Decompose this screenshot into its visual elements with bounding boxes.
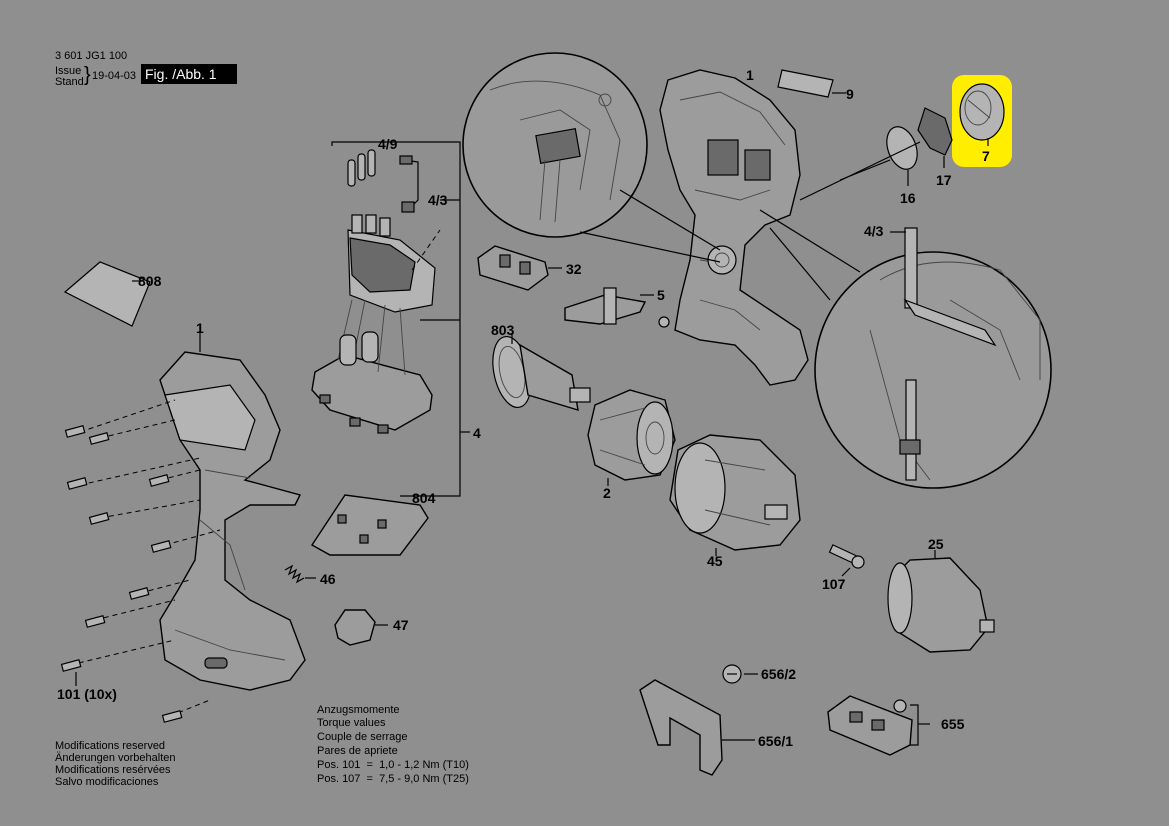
- label-part-4-3-left: 4/3: [428, 192, 448, 208]
- label-part-4-9: 4/9: [378, 136, 398, 152]
- label-part-4: 4: [473, 425, 481, 441]
- part-107-screw[interactable]: [828, 544, 865, 577]
- part-7-cap[interactable]: [959, 83, 1005, 146]
- label-part-2: 2: [603, 485, 611, 501]
- part-4-3-wire[interactable]: [399, 155, 419, 213]
- torque-title-en: Torque values: [317, 717, 386, 729]
- part-number: 3 601 JG1 100: [55, 50, 128, 62]
- torque-title-es: Pares de apriete: [317, 745, 398, 757]
- part-32-switch-cap[interactable]: [477, 245, 562, 291]
- label-part-656-1: 656/1: [758, 733, 794, 749]
- label-part-808: 808: [138, 273, 162, 289]
- label-part-107: 107: [822, 576, 846, 592]
- part-656-2-screw[interactable]: [722, 664, 758, 684]
- label-part-9: 9: [846, 86, 854, 102]
- part-46-spring[interactable]: [284, 564, 316, 584]
- label-part-101: 101 (10x): [57, 686, 117, 702]
- label-part-32: 32: [566, 261, 582, 277]
- torque-title-fr: Couple de serrage: [317, 731, 408, 743]
- part-9-label-strip[interactable]: [777, 69, 846, 98]
- label-part-655: 655: [941, 716, 965, 732]
- part-17-bracket[interactable]: [917, 107, 953, 168]
- part-804-plate[interactable]: [310, 494, 429, 556]
- torque-pos-101: Pos. 101 = 1,0 - 1,2 Nm (T10): [317, 759, 469, 771]
- part-808-leaflet[interactable]: [63, 261, 151, 327]
- part-1-housing-half-top[interactable]: [658, 69, 809, 386]
- label-part-5: 5: [657, 287, 665, 303]
- issue-date: 19-04-03: [92, 70, 137, 82]
- label-part-17: 17: [936, 172, 952, 188]
- label-part-47: 47: [393, 617, 409, 633]
- part-656-1-belt-clip[interactable]: [639, 679, 755, 776]
- label-part-7: 7: [982, 148, 990, 164]
- detail-view-switch-area: [759, 209, 1052, 489]
- label-part-1-top: 1: [746, 67, 754, 83]
- label-part-803: 803: [491, 322, 515, 338]
- issue-label: Issue: [55, 65, 82, 77]
- part-803-armature[interactable]: [487, 333, 591, 411]
- label-part-46: 46: [320, 571, 336, 587]
- label-part-1-left: 1: [196, 320, 204, 336]
- part-16-disc[interactable]: [881, 123, 922, 186]
- detail-view-connector: [462, 52, 721, 263]
- brace: }: [84, 64, 91, 86]
- part-655-bit-holder[interactable]: [827, 695, 930, 756]
- stand-label: Stand: [55, 76, 84, 88]
- part-2-motor[interactable]: [587, 389, 676, 486]
- label-part-25: 25: [928, 536, 944, 552]
- part-5-slider[interactable]: [564, 287, 654, 325]
- label-part-45: 45: [707, 553, 723, 569]
- torque-pos-107: Pos. 107 = 7,5 - 9,0 Nm (T25): [317, 773, 469, 785]
- label-part-16: 16: [900, 190, 916, 206]
- part-1-housing-half-left[interactable]: [159, 332, 306, 691]
- part-47-knob[interactable]: [334, 609, 388, 646]
- label-part-804: 804: [412, 490, 436, 506]
- part-45-gearbox[interactable]: [669, 434, 801, 556]
- footer-fr: Modifications resérvées: [55, 764, 171, 776]
- label-part-4-3-right: 4/3: [864, 223, 884, 239]
- figure-label: Fig. /Abb. 1: [141, 64, 237, 84]
- part-4-bracket: [331, 141, 470, 497]
- torque-title-de: Anzugsmomente: [317, 704, 400, 716]
- part-25-chuck[interactable]: [887, 550, 995, 653]
- footer-es: Salvo modificaciones: [55, 776, 159, 788]
- footer-de: Änderungen vorbehalten: [55, 752, 176, 764]
- part-4-9-contacts[interactable]: [347, 149, 376, 187]
- footer-en: Modifications reserved: [55, 740, 166, 752]
- part-4-electronics-module[interactable]: [311, 214, 441, 434]
- part-101-screws[interactable]: [60, 399, 221, 723]
- label-part-656-2: 656/2: [761, 666, 797, 682]
